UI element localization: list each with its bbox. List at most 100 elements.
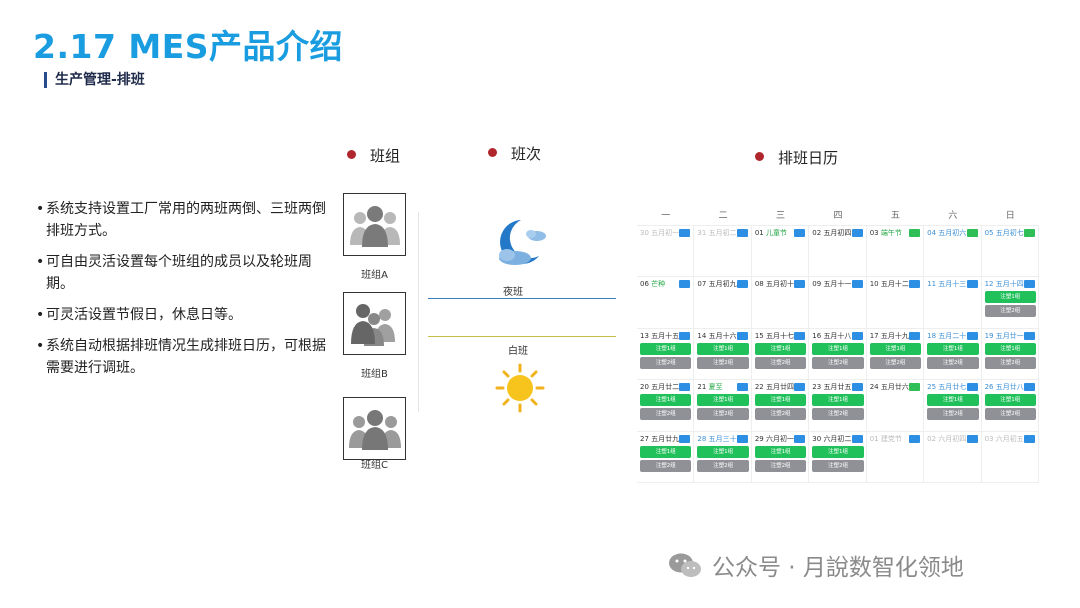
work-day-badge[interactable]	[679, 280, 691, 289]
rest-day-badge[interactable]	[1023, 229, 1035, 237]
team-a-card[interactable]	[343, 193, 406, 256]
calendar-day-cell[interactable]: 05 五月初七	[981, 226, 1039, 278]
calendar-day-cell[interactable]: 07 五月初九	[694, 277, 752, 329]
shift-team2-button[interactable]: 注塑2组	[984, 305, 1036, 318]
calendar-day-cell[interactable]: 19 五月廿一注塑1组注塑2组	[981, 328, 1039, 381]
work-day-badge[interactable]	[909, 434, 921, 443]
work-day-badge[interactable]	[966, 331, 978, 340]
calendar-day-cell[interactable]: 28 五月三十注塑1组注塑2组	[694, 431, 752, 483]
shift-team1-button[interactable]: 注塑1组	[697, 342, 749, 355]
work-day-badge[interactable]	[679, 434, 691, 443]
work-day-badge[interactable]	[851, 229, 863, 237]
shift-team2-button[interactable]: 注塑2组	[640, 459, 692, 472]
shift-team1-button[interactable]: 注塑1组	[984, 342, 1036, 355]
shift-team1-button[interactable]: 注塑1组	[984, 291, 1036, 304]
shift-team1-button[interactable]: 注塑1组	[984, 394, 1036, 407]
shift-team1-button[interactable]: 注塑1组	[640, 342, 692, 355]
calendar-day-cell[interactable]: 27 五月廿九注塑1组注塑2组	[637, 431, 695, 483]
shift-team2-button[interactable]: 注塑2组	[754, 459, 807, 472]
shift-team2-button[interactable]: 注塑2组	[697, 408, 749, 421]
work-day-badge[interactable]	[736, 383, 748, 392]
shift-team1-button[interactable]: 注塑1组	[754, 342, 807, 355]
shift-team2-button[interactable]: 注塑2组	[754, 408, 807, 421]
calendar-day-cell[interactable]: 29 六月初一注塑1组注塑2组	[751, 431, 810, 483]
work-day-badge[interactable]	[736, 434, 748, 443]
shift-team2-button[interactable]: 注塑2组	[640, 356, 692, 369]
shift-team2-button[interactable]: 注塑2组	[812, 408, 864, 421]
calendar-day-cell[interactable]: 09 五月十一	[809, 277, 867, 329]
work-day-badge[interactable]	[966, 280, 978, 289]
calendar-day-cell[interactable]: 15 五月十七注塑1组注塑2组	[751, 328, 810, 381]
work-day-badge[interactable]	[851, 434, 863, 443]
rest-day-badge[interactable]	[966, 229, 978, 237]
calendar-day-cell[interactable]: 08 五月初十	[751, 277, 810, 329]
work-day-badge[interactable]	[851, 331, 863, 340]
shift-team1-button[interactable]: 注塑1组	[927, 394, 979, 407]
calendar-day-cell[interactable]: 21 夏至注塑1组注塑2组	[694, 380, 752, 432]
shift-team1-button[interactable]: 注塑1组	[927, 342, 979, 355]
calendar-day-cell[interactable]: 02 六月初四	[924, 431, 982, 483]
calendar-day-cell[interactable]: 30 五月初一	[637, 226, 695, 278]
work-day-badge[interactable]	[1023, 280, 1035, 289]
work-day-badge[interactable]	[794, 280, 806, 289]
calendar-day-cell[interactable]: 30 六月初二注塑1组注塑2组	[809, 431, 867, 483]
work-day-badge[interactable]	[679, 331, 691, 340]
work-day-badge[interactable]	[966, 383, 978, 392]
work-day-badge[interactable]	[736, 331, 748, 340]
shift-team2-button[interactable]: 注塑2组	[927, 356, 979, 369]
shift-team1-button[interactable]: 注塑1组	[754, 445, 807, 458]
team-b-card[interactable]	[343, 292, 406, 355]
work-day-badge[interactable]	[851, 280, 863, 289]
shift-team1-button[interactable]: 注塑1组	[640, 394, 692, 407]
calendar-day-cell[interactable]: 18 五月二十注塑1组注塑2组	[924, 328, 982, 381]
shift-team1-button[interactable]: 注塑1组	[812, 394, 864, 407]
shift-team2-button[interactable]: 注塑2组	[869, 356, 922, 369]
rest-day-badge[interactable]	[909, 383, 921, 392]
shift-team2-button[interactable]: 注塑2组	[754, 356, 807, 369]
calendar-day-cell[interactable]: 24 五月廿六	[866, 380, 925, 432]
work-day-badge[interactable]	[909, 280, 921, 289]
calendar-day-cell[interactable]: 23 五月廿五注塑1组注塑2组	[809, 380, 867, 432]
shift-team2-button[interactable]: 注塑2组	[927, 408, 979, 421]
rest-day-badge[interactable]	[909, 229, 921, 237]
team-c-card[interactable]	[343, 397, 406, 460]
calendar-day-cell[interactable]: 11 五月十三	[924, 277, 982, 329]
work-day-badge[interactable]	[794, 229, 806, 237]
calendar-day-cell[interactable]: 26 五月廿八注塑1组注塑2组	[981, 380, 1039, 432]
shift-team2-button[interactable]: 注塑2组	[697, 459, 749, 472]
shift-team2-button[interactable]: 注塑2组	[812, 356, 864, 369]
calendar-day-cell[interactable]: 13 五月十五注塑1组注塑2组	[637, 328, 695, 381]
shift-team1-button[interactable]: 注塑1组	[812, 342, 864, 355]
work-day-badge[interactable]	[794, 383, 806, 392]
shift-team1-button[interactable]: 注塑1组	[697, 394, 749, 407]
shift-team2-button[interactable]: 注塑2组	[812, 459, 864, 472]
calendar-day-cell[interactable]: 01 儿童节	[751, 226, 810, 278]
shift-team2-button[interactable]: 注塑2组	[640, 408, 692, 421]
calendar-day-cell[interactable]: 02 五月初四	[809, 226, 867, 278]
work-day-badge[interactable]	[966, 434, 978, 443]
work-day-badge[interactable]	[794, 331, 806, 340]
calendar-day-cell[interactable]: 06 芒种	[637, 277, 695, 329]
work-day-badge[interactable]	[794, 434, 806, 443]
shift-team1-button[interactable]: 注塑1组	[640, 445, 692, 458]
calendar-day-cell[interactable]: 16 五月十八注塑1组注塑2组	[809, 328, 867, 381]
work-day-badge[interactable]	[736, 280, 748, 289]
work-day-badge[interactable]	[1023, 331, 1035, 340]
calendar-day-cell[interactable]: 10 五月十二	[866, 277, 925, 329]
calendar-day-cell[interactable]: 03 端午节	[866, 226, 925, 278]
shift-team1-button[interactable]: 注塑1组	[754, 394, 807, 407]
calendar-day-cell[interactable]: 31 五月初二	[694, 226, 752, 278]
shift-team1-button[interactable]: 注塑1组	[812, 445, 864, 458]
calendar-day-cell[interactable]: 04 五月初六	[924, 226, 982, 278]
work-day-badge[interactable]	[909, 331, 921, 340]
work-day-badge[interactable]	[1023, 434, 1035, 443]
calendar-day-cell[interactable]: 17 五月十九注塑1组注塑2组	[866, 328, 925, 381]
shift-team1-button[interactable]: 注塑1组	[697, 445, 749, 458]
work-day-badge[interactable]	[679, 229, 691, 237]
shift-team2-button[interactable]: 注塑2组	[697, 356, 749, 369]
calendar-day-cell[interactable]: 03 六月初五	[981, 431, 1039, 483]
shift-team1-button[interactable]: 注塑1组	[869, 342, 922, 355]
work-day-badge[interactable]	[851, 383, 863, 392]
calendar-day-cell[interactable]: 01 建党节	[866, 431, 925, 483]
shift-team2-button[interactable]: 注塑2组	[984, 356, 1036, 369]
